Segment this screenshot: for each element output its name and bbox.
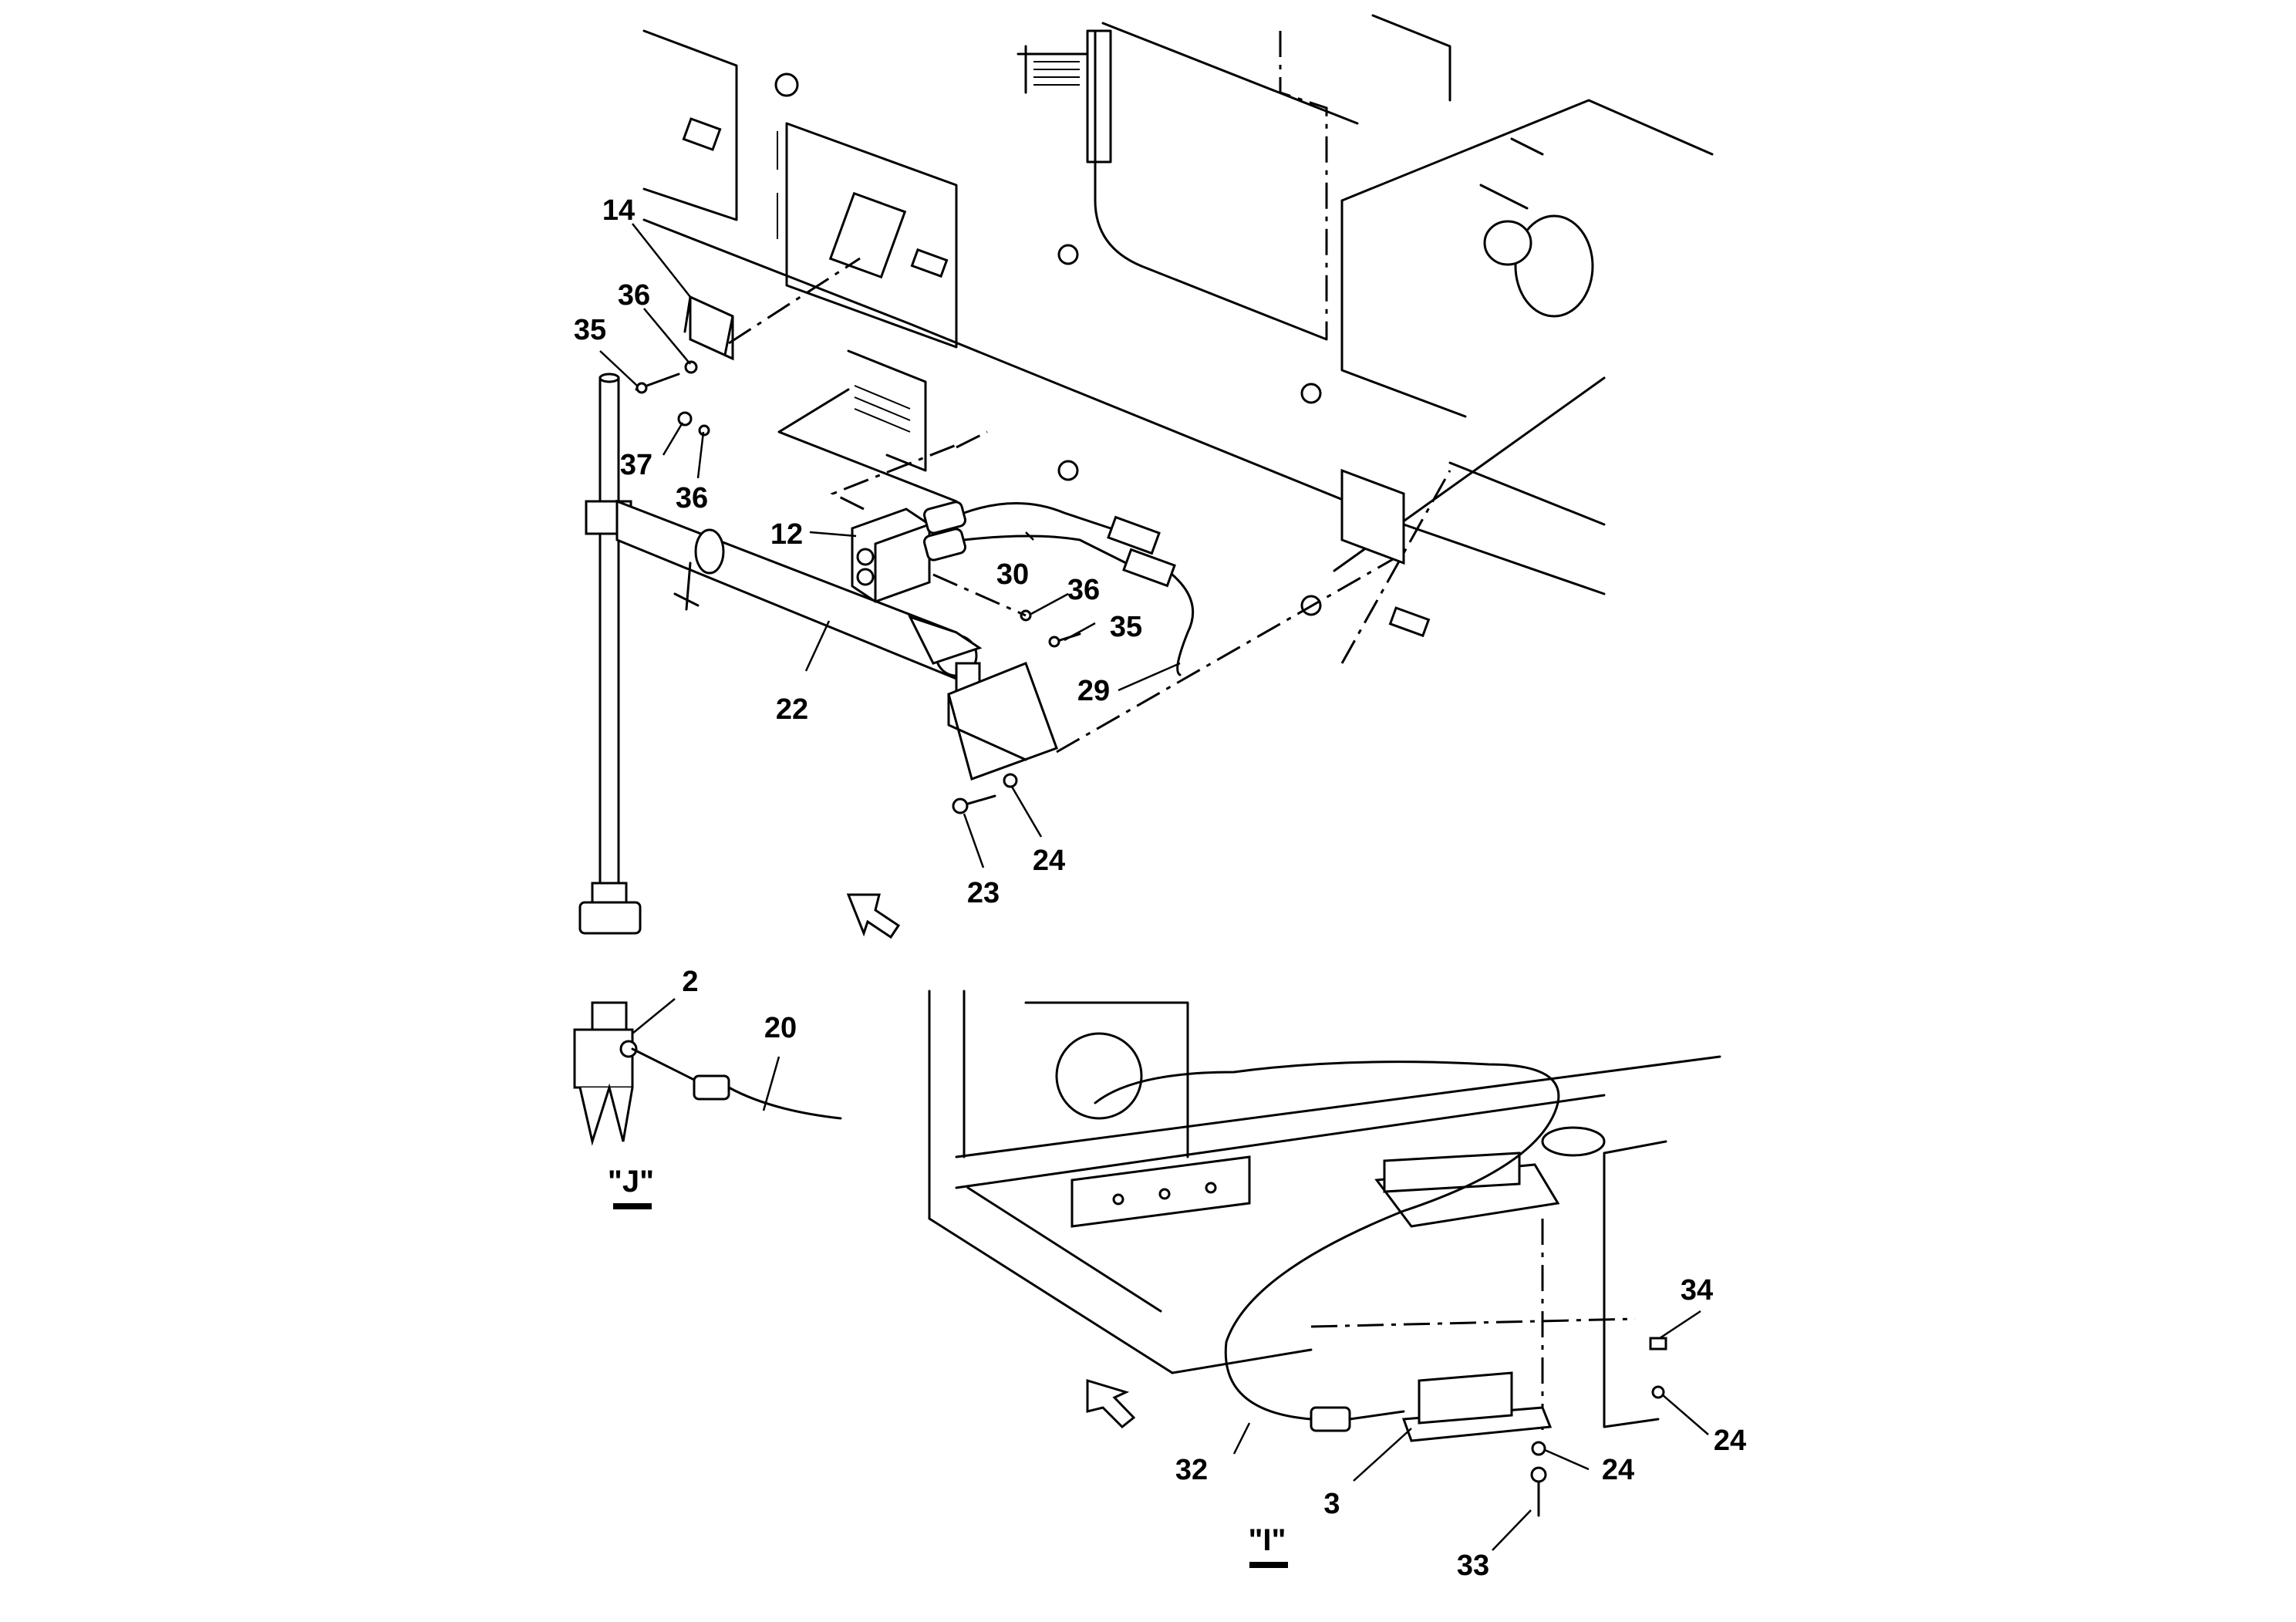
callout-36-middle: 36 xyxy=(676,482,708,514)
mount-bracket-14 xyxy=(683,295,734,361)
sensor-arm-22-guideline xyxy=(1056,554,1401,754)
washer-24-lower-right xyxy=(1651,1385,1665,1399)
washer-36-upper xyxy=(684,360,698,374)
switch-box-12-guideline xyxy=(830,442,961,511)
view-direction-arrow-j xyxy=(846,893,901,939)
vertical-post xyxy=(578,373,642,935)
mount-bracket-14-guideline xyxy=(728,257,861,345)
leader-lines xyxy=(599,223,1709,1551)
lower-frame xyxy=(928,990,1721,1428)
callout-2: 2 xyxy=(682,966,698,998)
cable-connector-32 xyxy=(1310,1406,1405,1432)
callout-22: 22 xyxy=(776,693,808,726)
callout-labels: 14 36 35 37 36 12 30 36 35 22 29 24 23 2… xyxy=(574,194,1746,1582)
switch-box-12 xyxy=(851,508,931,603)
harness-guideline xyxy=(956,430,988,449)
sensor-cable-20 xyxy=(631,1047,842,1120)
callout-29: 29 xyxy=(1077,675,1110,707)
view-label-j-group: "J" xyxy=(608,1165,654,1209)
wire-harness-30 xyxy=(923,501,1176,588)
cable-32 xyxy=(1094,1061,1560,1421)
callout-33: 33 xyxy=(1457,1549,1489,1582)
upper-body-outline xyxy=(642,14,1714,664)
washer-36-lower-guideline xyxy=(932,573,1027,617)
washer-36-middle xyxy=(698,424,710,437)
callout-24-lower-center: 24 xyxy=(1602,1454,1634,1486)
washer-24-lower-center xyxy=(1531,1441,1546,1456)
bolt-23 xyxy=(952,794,996,814)
callout-24-lower-right: 24 xyxy=(1714,1425,1746,1457)
callout-35-upper: 35 xyxy=(574,314,606,346)
callout-3: 3 xyxy=(1323,1488,1340,1520)
sensor-2 xyxy=(573,1001,638,1146)
callout-36-upper: 36 xyxy=(618,279,650,312)
fastener-35-upper xyxy=(635,373,680,394)
callout-12: 12 xyxy=(770,518,803,551)
callout-32: 32 xyxy=(1175,1454,1208,1486)
nut-34 xyxy=(1649,1337,1667,1351)
callout-37: 37 xyxy=(620,449,652,481)
view-label-i-group: "I" xyxy=(1248,1523,1288,1568)
sensor-arm-22 xyxy=(615,499,1058,781)
wire-harness-29 xyxy=(1171,573,1195,676)
callout-35-middle: 35 xyxy=(1110,611,1142,643)
callout-20: 20 xyxy=(764,1012,797,1044)
mounting-plate-right xyxy=(1340,468,1405,565)
view-label-i: "I" xyxy=(1248,1523,1286,1557)
spring-bracket xyxy=(777,349,958,503)
callout-23: 23 xyxy=(967,877,1000,909)
callout-14: 14 xyxy=(602,194,635,227)
view-label-j: "J" xyxy=(608,1165,654,1199)
callout-30: 30 xyxy=(996,558,1029,591)
washer-24-upper xyxy=(1003,773,1018,788)
callout-24-upper: 24 xyxy=(1033,845,1065,877)
screw-33 xyxy=(1530,1466,1547,1517)
view-direction-arrow-i xyxy=(1086,1378,1136,1429)
switch-3 xyxy=(1401,1371,1553,1442)
callout-36-lower: 36 xyxy=(1067,574,1100,606)
nut-37 xyxy=(677,411,693,427)
callout-34: 34 xyxy=(1681,1274,1713,1307)
actuator-bracket xyxy=(1374,1152,1560,1228)
